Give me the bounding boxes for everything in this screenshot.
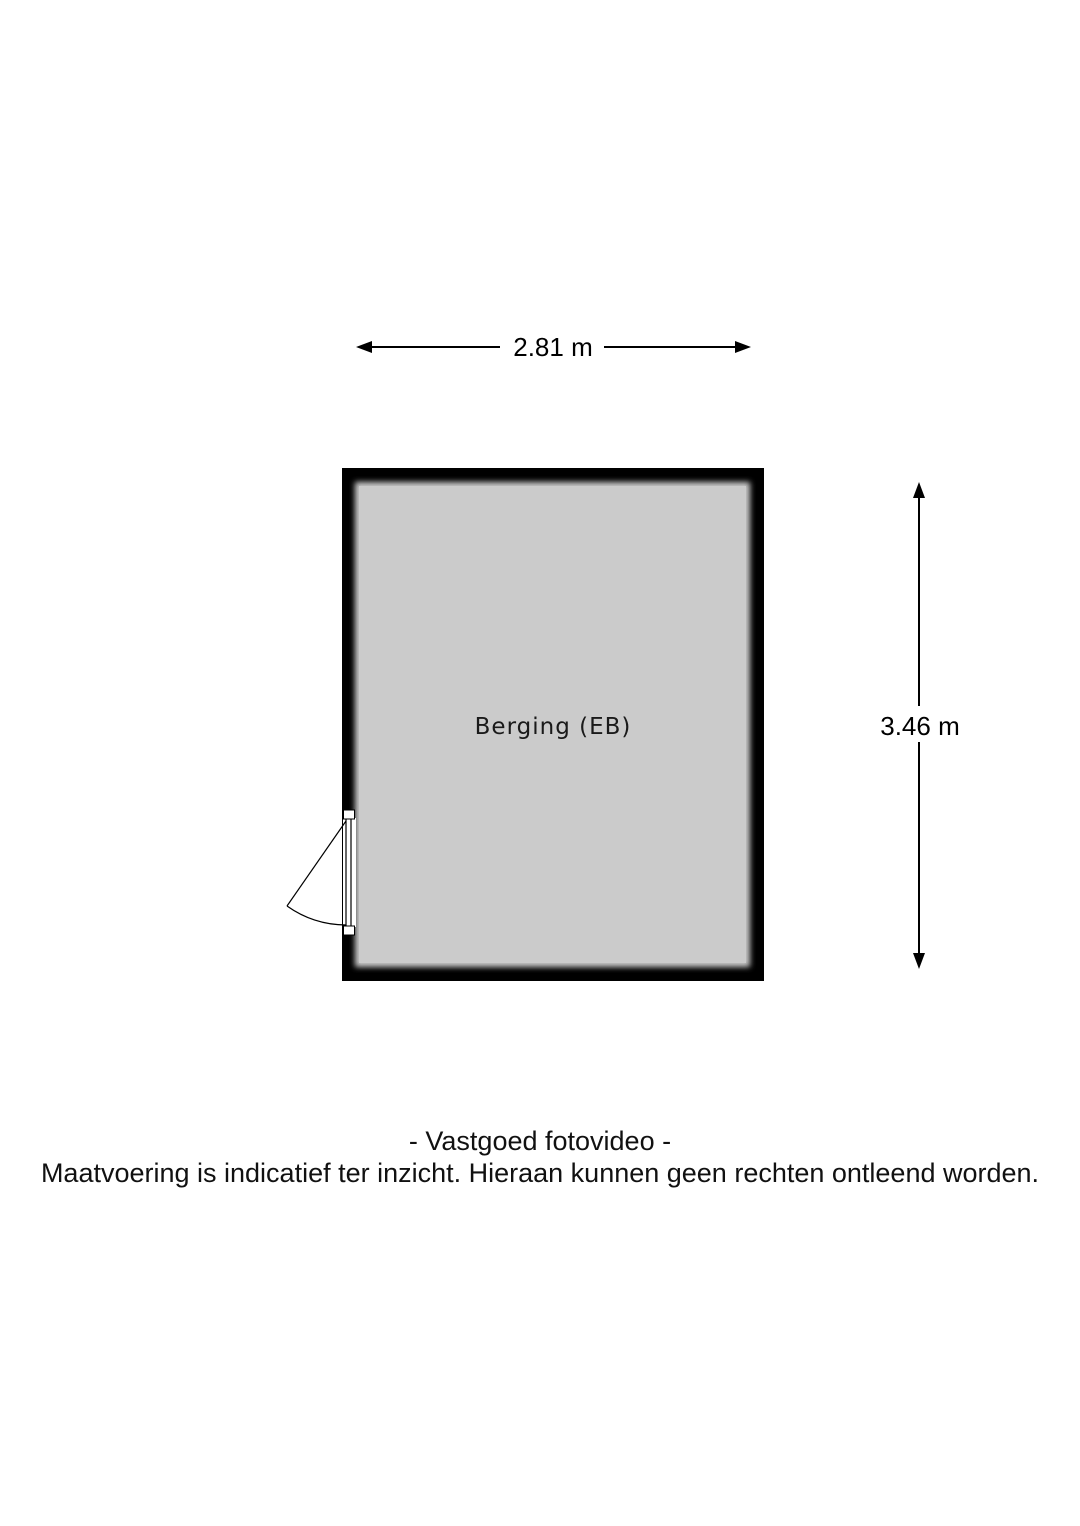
door-jamb-top <box>343 809 355 820</box>
room-berging: Berging (EB) <box>342 468 764 981</box>
door-swing-arc <box>286 905 347 926</box>
room-floor-core <box>359 486 746 963</box>
room-label: Berging (EB) <box>475 714 632 740</box>
door-opening <box>343 818 356 927</box>
footer-credit: - Vastgoed fotovideo - <box>408 1126 672 1156</box>
width-dimension: 2.81 m <box>356 332 751 362</box>
height-arrow-up-icon <box>913 482 925 498</box>
height-dimension-label: 3.46 m <box>880 711 960 741</box>
height-dimension: 3.46 m <box>880 482 960 969</box>
footer-disclaimer: Maatvoering is indicatief ter inzicht. H… <box>40 1158 1040 1188</box>
door-jamb-bottom <box>343 925 355 936</box>
door-leaf <box>286 820 347 907</box>
width-arrow-right-icon <box>735 341 751 353</box>
width-arrow-left-icon <box>356 341 372 353</box>
height-arrow-down-icon <box>913 953 925 969</box>
width-dimension-label: 2.81 m <box>513 332 593 362</box>
door <box>286 809 356 936</box>
